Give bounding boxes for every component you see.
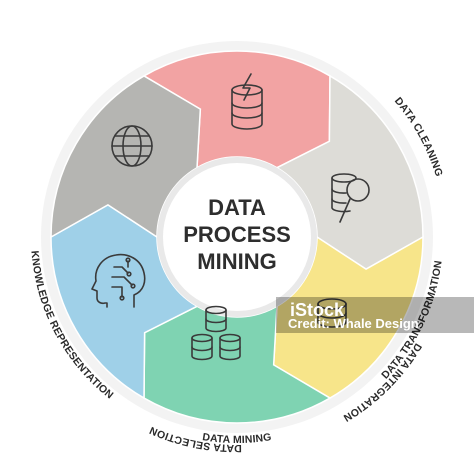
segments xyxy=(50,50,424,424)
watermark-brand: iStock xyxy=(290,300,345,320)
database-search-icon xyxy=(331,173,370,223)
center-title-line-3: MINING xyxy=(197,249,276,274)
center-title-line-1: DATA xyxy=(208,195,266,220)
center-hub-inner xyxy=(163,163,311,311)
database-lightning-icon xyxy=(231,73,263,130)
watermark-credit: Credit: Whale Design xyxy=(288,316,419,331)
step-label-data-mining: DATA MINING xyxy=(202,431,273,446)
watermark-banner xyxy=(276,297,474,333)
stacked-databases-icon xyxy=(191,305,241,361)
stock-id: 1491131063 xyxy=(6,463,45,470)
database-transform-icon xyxy=(317,298,347,328)
globe-icon xyxy=(111,125,153,167)
center-title-line-2: PROCESS xyxy=(183,222,291,247)
head-circuit-icon xyxy=(91,253,146,308)
watermark: iStock Credit: Whale Design 1491131063 xyxy=(6,297,474,470)
